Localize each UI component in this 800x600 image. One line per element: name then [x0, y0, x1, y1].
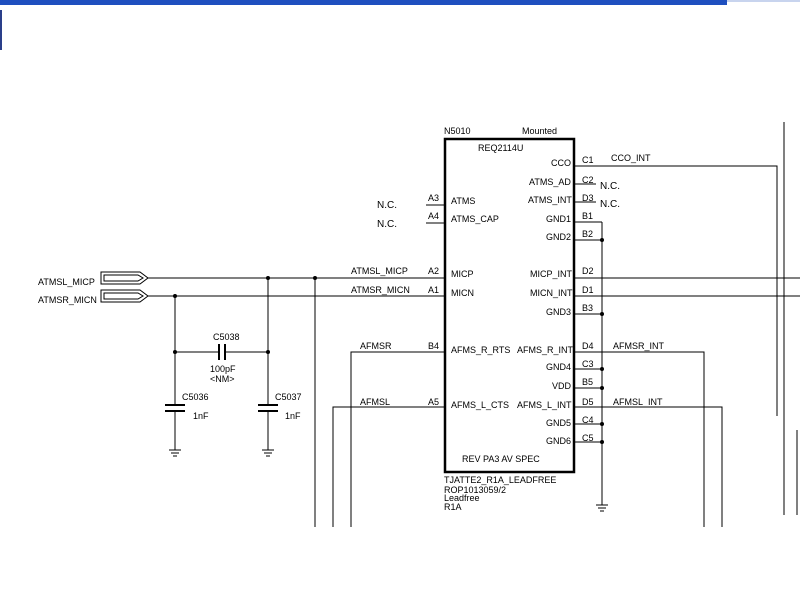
wire-afmsl: [332, 406, 445, 527]
net-label: AFMSL_INT: [613, 397, 663, 407]
pin-number: B3: [582, 303, 593, 313]
ic-body: [443, 137, 576, 474]
net-label: AFMSR: [360, 341, 392, 351]
left-wiring: [148, 277, 445, 527]
ground-symbol: [169, 449, 181, 457]
pin-name: GND2: [546, 232, 571, 242]
pin-name: MICN: [451, 288, 474, 298]
ic-note: TJATTE2_R1A_LEADFREE: [444, 475, 556, 485]
pin-number: D4: [582, 341, 594, 351]
wire-afmsr-int: [574, 351, 705, 527]
cap-ref: C5037: [275, 392, 302, 402]
cap-ref: C5036: [182, 392, 209, 402]
capacitor-c5038[interactable]: C5038 100pF <NM>: [210, 332, 240, 384]
pin-name: AFMS_R_INT: [517, 345, 574, 355]
net-label: N.C.: [600, 199, 620, 210]
pin-number: C1: [582, 155, 594, 165]
pin-name: VDD: [552, 381, 572, 391]
ic-note: Leadfree: [444, 493, 480, 503]
wire-afmsl-int: [574, 406, 723, 527]
right-pins: CCO C1 CCO_INT ATMS_AD C2 N.C. ATMS_INT …: [517, 153, 665, 446]
pin-name: GND6: [546, 436, 571, 446]
connector-atmsl-micp[interactable]: ATMSL_MICP: [38, 271, 149, 287]
pin-number: C2: [582, 175, 594, 185]
pin-name: AFMS_L_INT: [517, 400, 572, 410]
pin-name: GND1: [546, 214, 571, 224]
pin-number: D5: [582, 397, 594, 407]
pin-name: GND4: [546, 362, 571, 372]
ic-footer-label: REV PA3 AV SPEC: [462, 454, 540, 464]
pin-name: CCO: [551, 158, 571, 168]
net-label: N.C.: [377, 200, 397, 211]
pin-number: B1: [582, 211, 593, 221]
window-left-edge: [0, 10, 2, 50]
window-title-bar: [0, 0, 727, 5]
pin-number: D2: [582, 266, 594, 276]
pin-number: B4: [428, 341, 439, 351]
ground-symbol: [596, 504, 608, 512]
ic-n5010[interactable]: N5010 Mounted REQ2114U REV PA3 AV SPEC T…: [443, 126, 576, 512]
junction-dots: [600, 238, 604, 444]
capacitor-c5037[interactable]: C5037 1nF: [258, 392, 302, 450]
pin-name: ATMS_CAP: [451, 214, 499, 224]
pin-number: C5: [582, 433, 594, 443]
ic-note: ROP1013059/2: [444, 485, 506, 495]
pin-name: AFMS_L_CTS: [451, 400, 509, 410]
title-bar-edge: [727, 0, 800, 2]
pin-name: MICN_INT: [530, 288, 573, 298]
pin-name: AFMS_R_RTS: [451, 345, 510, 355]
pin-number: C4: [582, 415, 594, 425]
pin-number: D3: [582, 193, 594, 203]
net-label: ATMSR_MICN: [351, 285, 410, 295]
connector-label: ATMSR_MICN: [38, 295, 97, 305]
wire-cco-int: [596, 165, 778, 416]
pin-number: C3: [582, 359, 594, 369]
pin-name: MICP: [451, 269, 474, 279]
pin-number: A4: [428, 211, 439, 221]
pin-name: GND3: [546, 307, 571, 317]
left-pins: A3 ATMS N.C. A4 ATMS_CAP N.C. A2 MICP AT…: [351, 193, 510, 410]
connector-atmsr-micn[interactable]: ATMSR_MICN: [38, 289, 149, 305]
net-label: N.C.: [377, 219, 397, 230]
pin-number: A1: [428, 285, 439, 295]
ic-note: R1A: [444, 502, 462, 512]
cap-value: 1nF: [285, 411, 301, 421]
pin-number: A5: [428, 397, 439, 407]
cap-value: 1nF: [193, 411, 209, 421]
ic-part-number: REQ2114U: [478, 143, 523, 153]
net-label: AFMSR_INT: [613, 341, 665, 351]
ground-symbol: [262, 449, 274, 457]
ic-mounted-label: Mounted: [522, 126, 557, 136]
pin-number: A2: [428, 266, 439, 276]
net-label: CCO_INT: [611, 153, 651, 163]
pin-name: ATMS: [451, 196, 475, 206]
pin-number: B2: [582, 229, 593, 239]
pin-name: ATMS_AD: [529, 177, 571, 187]
capacitor-c5036[interactable]: C5036 1nF: [165, 392, 209, 450]
net-label: N.C.: [600, 181, 620, 192]
cap-value: 100pF: [210, 364, 236, 374]
right-wiring: [574, 122, 800, 527]
connector-label: ATMSL_MICP: [38, 277, 95, 287]
pin-number: D1: [582, 285, 594, 295]
junction-dots-left: [173, 276, 317, 354]
net-label: AFMSL: [360, 397, 390, 407]
net-label: ATMSL_MICP: [351, 266, 408, 276]
cap-note: <NM>: [210, 374, 235, 384]
cap-ref: C5038: [213, 332, 240, 342]
pin-name: GND5: [546, 418, 571, 428]
pin-name: MICP_INT: [530, 269, 573, 279]
left-pin-stubs: [426, 277, 445, 297]
ic-refdes: N5010: [444, 126, 471, 136]
wire-afmsr: [350, 351, 445, 527]
pin-number: B5: [582, 377, 593, 387]
pin-name: ATMS_INT: [528, 195, 572, 205]
pin-number: A3: [428, 193, 439, 203]
